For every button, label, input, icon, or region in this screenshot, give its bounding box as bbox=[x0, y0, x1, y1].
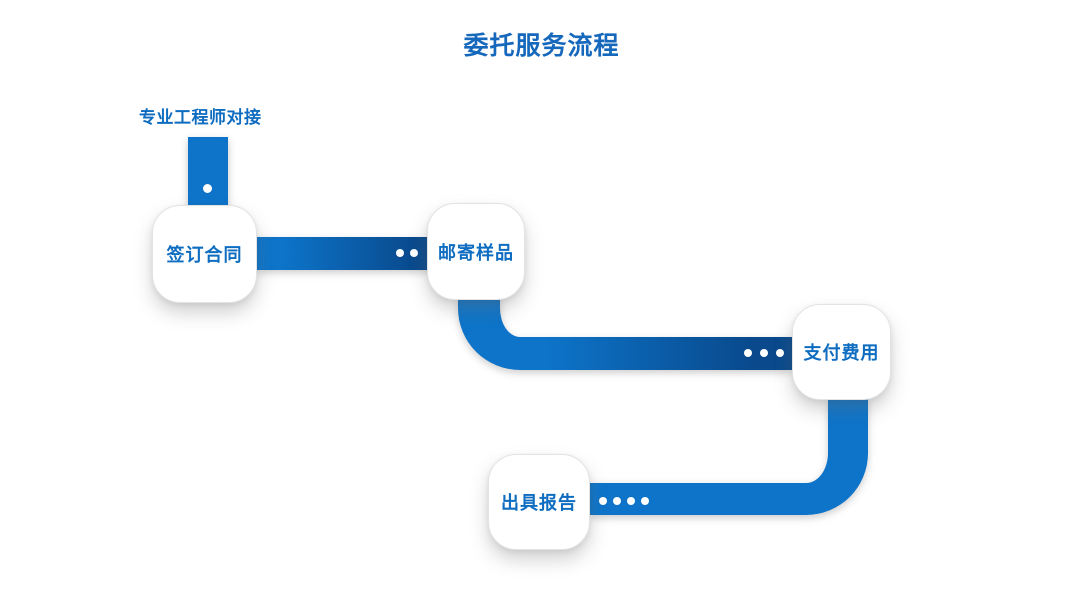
progress-dot bbox=[744, 349, 752, 357]
progress-dot bbox=[203, 184, 212, 193]
progress-dot bbox=[641, 497, 649, 505]
connector-start-vertical bbox=[188, 137, 228, 209]
progress-dot bbox=[613, 497, 621, 505]
progress-dot bbox=[760, 349, 768, 357]
flow-node-mail-sample: 邮寄样品 bbox=[427, 203, 525, 300]
progress-dot bbox=[776, 349, 784, 357]
progress-dot bbox=[396, 249, 404, 257]
flow-node-label: 邮寄样品 bbox=[438, 242, 514, 263]
page-title: 委托服务流程 bbox=[463, 32, 620, 60]
progress-dot bbox=[410, 249, 418, 257]
engineer-annotation-label: 专业工程师对接 bbox=[139, 108, 262, 127]
progress-dot bbox=[599, 497, 607, 505]
flow-node-label: 出具报告 bbox=[501, 493, 577, 513]
flow-node-issue-report: 出具报告 bbox=[488, 454, 590, 550]
connector-sign-to-mail bbox=[256, 237, 431, 270]
flow-node-sign-contract: 签订合同 bbox=[152, 205, 257, 303]
flow-node-label: 签订合同 bbox=[166, 245, 243, 265]
flow-node-label: 支付费用 bbox=[803, 343, 880, 363]
connector-mail-to-pay-gradient bbox=[545, 337, 792, 370]
flow-node-pay-fee: 支付费用 bbox=[792, 304, 891, 400]
progress-dot bbox=[627, 497, 635, 505]
